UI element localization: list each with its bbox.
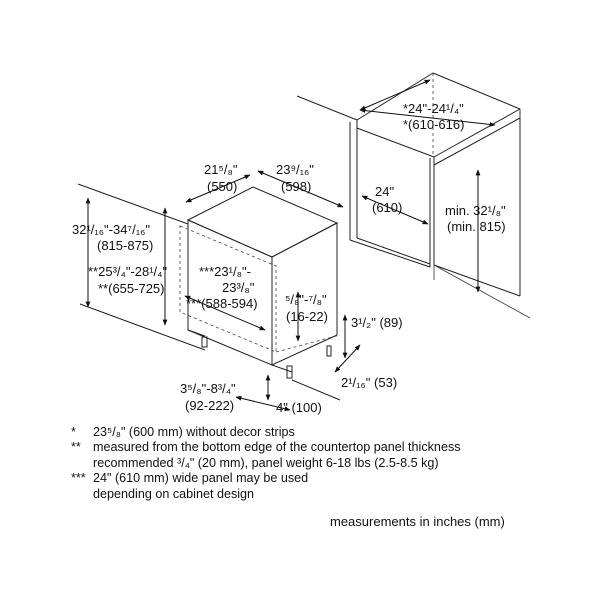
top-depth-in: 21⁵/₈" xyxy=(204,162,238,177)
toekick-height: 3¹/₂" (89) xyxy=(351,315,403,330)
dimension-arrows xyxy=(85,79,496,412)
niche-width-mm: *(610-616) xyxy=(403,117,464,132)
panel-height-mm: **(655-725) xyxy=(98,281,165,296)
panel-width-line1: ***23¹/₈"- xyxy=(199,264,251,279)
note-item: * 23⁵/₈" (600 mm) without decor strips xyxy=(71,425,571,440)
floor-lines xyxy=(77,183,341,401)
units-footer: measurements in inches (mm) xyxy=(330,514,505,529)
top-depth-mm: (550) xyxy=(207,179,237,194)
panel-width-mm: ***(588-594) xyxy=(186,296,258,311)
overall-height-in: 32¹/₁₆"-34⁷/₁₆" xyxy=(72,222,150,237)
note-mark: *** xyxy=(71,471,86,486)
niche-height-in: min. 32¹/₈" xyxy=(445,203,506,218)
niche-height-mm: (min. 815) xyxy=(447,219,506,234)
cabinet-depth-mm: (610) xyxy=(372,200,402,215)
notes-list: * 23⁵/₈" (600 mm) without decor strips *… xyxy=(71,425,571,502)
note-item: *** 24" (610 mm) wide panel may be used xyxy=(71,471,571,486)
foot-range-mm: (92-222) xyxy=(185,398,234,413)
note-text: 24" (610 mm) wide panel may be used xyxy=(93,471,309,486)
dimension-labels: 21⁵/₈" (550) 23⁹/₁₆" (598) 24" (610) *24… xyxy=(72,101,506,415)
panel-width-line2: 23³/₈" xyxy=(222,280,255,295)
note-mark: * xyxy=(71,425,76,439)
note-text: measured from the bottom edge of the cou… xyxy=(93,440,461,455)
note-item: ** measured from the bottom edge of the … xyxy=(71,440,571,455)
niche-width-in: *24"-24¹/₄" xyxy=(403,101,464,116)
note-text-continued: depending on cabinet design xyxy=(93,486,255,501)
foot-offset: 4" (100) xyxy=(276,400,322,415)
note-mark: ** xyxy=(71,440,81,455)
note-text: 23⁵/₈" (600 mm) without decor strips xyxy=(93,425,295,439)
plinth-depth: 2¹/₁₆" (53) xyxy=(341,375,397,390)
top-width-in: 23⁹/₁₆" xyxy=(276,162,314,177)
note-text-continued: recommended ³/₄" (20 mm), panel weight 6… xyxy=(93,455,439,470)
overall-height-mm: (815-875) xyxy=(97,238,153,253)
foot-range-in: 3⁵/₈"-8³/₄" xyxy=(180,381,236,396)
panel-height-in: **25³/₄"-28¹/₄" xyxy=(88,264,167,279)
panel-gap-in: ⁵/₈"-⁷/₈" xyxy=(285,292,327,307)
top-width-mm: (598) xyxy=(281,179,311,194)
panel-gap-mm: (16-22) xyxy=(286,309,328,324)
cabinet-depth-in: 24" xyxy=(375,184,394,199)
